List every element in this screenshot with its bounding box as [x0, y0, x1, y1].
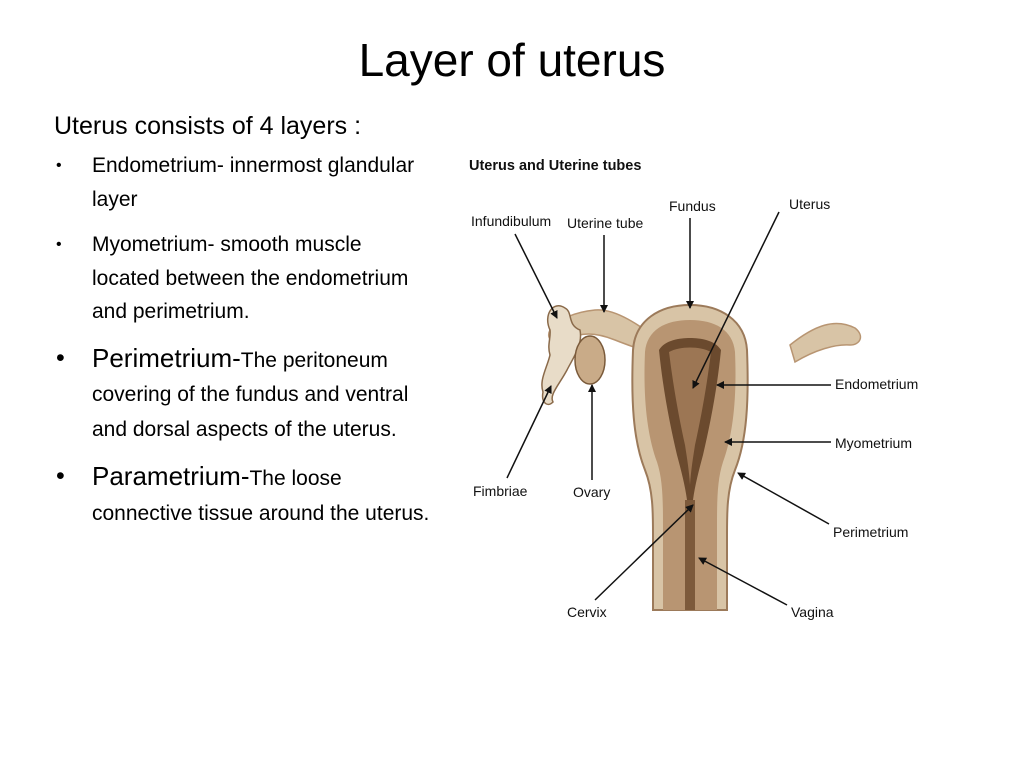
label-perimetrium: Perimetrium	[833, 524, 908, 540]
bullet-text: Myometrium- smooth muscle located betwee…	[92, 233, 409, 323]
bullet-text: The peritoneum covering of the fundus an…	[92, 348, 409, 441]
bullet-term: Perimetrium-	[92, 342, 241, 373]
left-fimbriae	[541, 305, 582, 406]
right-uterine-tube	[789, 322, 862, 364]
leader-perimetrium	[737, 472, 830, 525]
label-infundibulum: Infundibulum	[471, 213, 551, 229]
label-uterus: Uterus	[789, 196, 830, 212]
label-myometrium: Myometrium	[835, 435, 912, 451]
uterus-diagram-svg: Uterus and Uterine tubes Infundibulum Ut…	[469, 158, 918, 620]
leader-uterus	[692, 211, 780, 389]
label-uterine-tube: Uterine tube	[567, 215, 643, 231]
bullet-marker: •	[56, 157, 62, 174]
label-ovary: Ovary	[573, 484, 610, 500]
diagram-title: Uterus and Uterine tubes	[469, 158, 641, 174]
bullet-list: • Endometrium- innermost glandular layer…	[54, 149, 434, 531]
bullet-marker: •	[56, 343, 65, 372]
bullet-text: The loose connective tissue around the u…	[92, 467, 430, 525]
left-ovary	[574, 335, 606, 385]
leader-infundibulum	[514, 233, 558, 319]
uterus-illustration	[541, 303, 862, 611]
bullet-marker: •	[56, 236, 62, 253]
bullet-marker: •	[56, 462, 65, 490]
cervical-canal	[685, 500, 695, 610]
uterine-cavity	[669, 347, 711, 485]
leader-cervix	[594, 504, 694, 601]
bullet-text: Endometrium- innermost glandular layer	[92, 154, 415, 211]
intro-text: Uterus consists of 4 layers :	[54, 112, 362, 140]
leader-fimbriae	[506, 385, 552, 479]
bullet-term: Parametrium-	[92, 461, 250, 491]
text-column: Uterus consists of 4 layers : • Endometr…	[54, 110, 434, 543]
bullet-parametrium: • Parametrium-The loose connective tissu…	[54, 459, 434, 531]
label-vagina: Vagina	[791, 604, 834, 620]
leader-vagina	[698, 557, 788, 606]
label-cervix: Cervix	[567, 604, 607, 620]
label-fundus: Fundus	[669, 198, 716, 214]
label-endometrium: Endometrium	[835, 376, 918, 392]
uterus-diagram: Uterus and Uterine tubes Infundibulum Ut…	[455, 140, 935, 640]
bullet-perimetrium: • Perimetrium-The peritoneum covering of…	[54, 341, 434, 448]
label-fimbriae: Fimbriae	[473, 483, 528, 499]
slide-title: Layer of uterus	[358, 34, 666, 86]
bullet-myometrium: • Myometrium- smooth muscle located betw…	[54, 228, 434, 329]
bullet-endometrium: • Endometrium- innermost glandular layer	[54, 149, 434, 216]
